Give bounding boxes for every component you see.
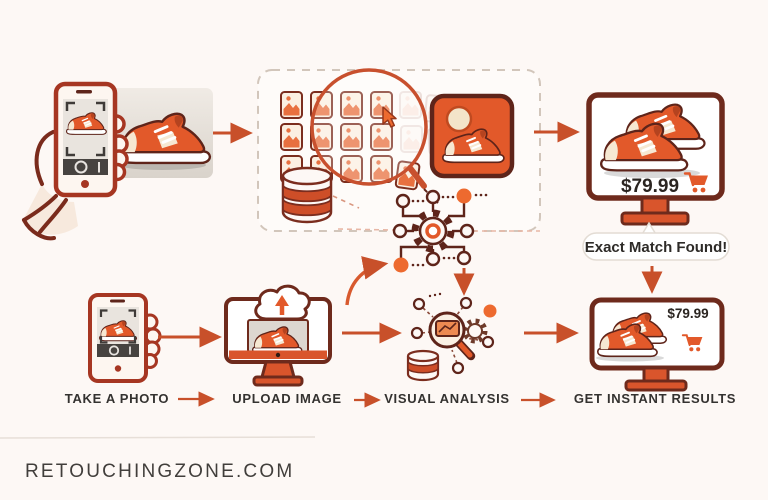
shutter-button-icon bbox=[74, 160, 88, 174]
results-monitor-icon: $79.99 bbox=[589, 297, 725, 392]
home-button-icon bbox=[114, 365, 122, 372]
upload-monitor-icon bbox=[224, 284, 332, 387]
network-nodes bbox=[392, 189, 475, 267]
database-icon bbox=[406, 349, 440, 382]
match-monitor-icon: $79.99 bbox=[586, 92, 725, 226]
watermark-text: RETOUCHINGZONE.COM bbox=[25, 461, 294, 482]
bubble-text: Exact Match Found! bbox=[585, 239, 728, 256]
step-label-take-a-photo: TAKE A PHOTO bbox=[65, 391, 169, 406]
cursor-pointer-icon bbox=[382, 106, 397, 128]
monitor-base bbox=[620, 211, 690, 226]
monitor-neck bbox=[640, 196, 670, 215]
gear-icon bbox=[462, 318, 488, 344]
result-price: $79.99 bbox=[667, 306, 708, 321]
analysis-nodes bbox=[410, 296, 495, 375]
magnifier-handle bbox=[407, 165, 427, 189]
step-label-upload-image: UPLOAD IMAGE bbox=[232, 391, 342, 406]
step-label-get-instant-results: GET INSTANT RESULTS bbox=[574, 391, 736, 406]
hand-holding-phone-camera-icon bbox=[22, 81, 129, 241]
exact-match-bubble: Exact Match Found! bbox=[582, 221, 730, 261]
dot-trails bbox=[411, 193, 488, 267]
monitor-base bbox=[624, 379, 688, 392]
phone-camera-icon bbox=[53, 81, 118, 198]
phone-speaker bbox=[76, 90, 92, 94]
monitor-neck bbox=[642, 366, 670, 383]
ai-gear-network-icon bbox=[392, 188, 488, 273]
database-icon bbox=[281, 166, 333, 224]
footer-divider bbox=[0, 436, 316, 439]
step-phone-icon bbox=[88, 293, 162, 383]
matched-product-card-icon bbox=[429, 93, 515, 179]
match-price: $79.99 bbox=[621, 176, 679, 197]
analysis-magnifier-icon bbox=[428, 311, 476, 361]
hand-palm bbox=[22, 184, 78, 235]
cloud-upload-icon bbox=[254, 284, 311, 321]
monitor-neck bbox=[260, 360, 296, 379]
gear-teeth bbox=[411, 209, 455, 253]
gear-center bbox=[425, 223, 441, 239]
highlight-node bbox=[393, 257, 409, 273]
trend-line bbox=[438, 322, 457, 333]
image-search-box bbox=[257, 68, 541, 232]
home-button-icon bbox=[81, 180, 89, 188]
visual-analysis-icon bbox=[406, 292, 497, 382]
step-label-visual-analysis: VISUAL ANALYSIS bbox=[384, 391, 510, 406]
curved-arrow-icon bbox=[345, 256, 389, 306]
search-magnifier-icon bbox=[310, 68, 428, 189]
sun-dot bbox=[445, 105, 473, 133]
highlight-node bbox=[456, 188, 472, 204]
highlight-node bbox=[483, 304, 497, 318]
monitor-base bbox=[252, 375, 304, 387]
viewfinder-brackets-icon bbox=[65, 101, 106, 157]
shutter-button-icon bbox=[108, 345, 120, 356]
sneaker-photo bbox=[110, 88, 213, 178]
viewfinder-brackets-icon bbox=[99, 309, 137, 344]
